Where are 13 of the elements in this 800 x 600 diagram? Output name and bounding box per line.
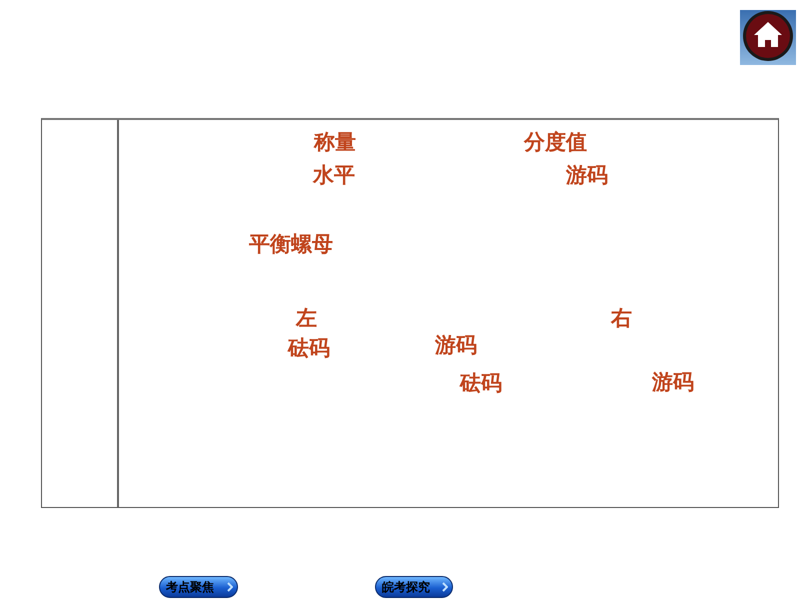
answer-text: 游码 xyxy=(566,162,608,188)
answer-text: 分度值 xyxy=(524,129,587,155)
answer-text: 称量 xyxy=(314,129,356,155)
answer-text: 右 xyxy=(611,305,632,331)
answer-text: 游码 xyxy=(435,332,477,358)
answer-text: 游码 xyxy=(652,369,694,395)
nav-button: 考点聚焦 xyxy=(159,576,238,598)
answer-text: 左 xyxy=(296,305,317,331)
answer-text: 水平 xyxy=(313,162,355,188)
nav-button: 皖考探究 xyxy=(375,576,453,598)
answer-text: 砝码 xyxy=(288,335,330,361)
answer-text: 平衡螺母 xyxy=(249,231,333,257)
answer-text: 砝码 xyxy=(460,370,502,396)
